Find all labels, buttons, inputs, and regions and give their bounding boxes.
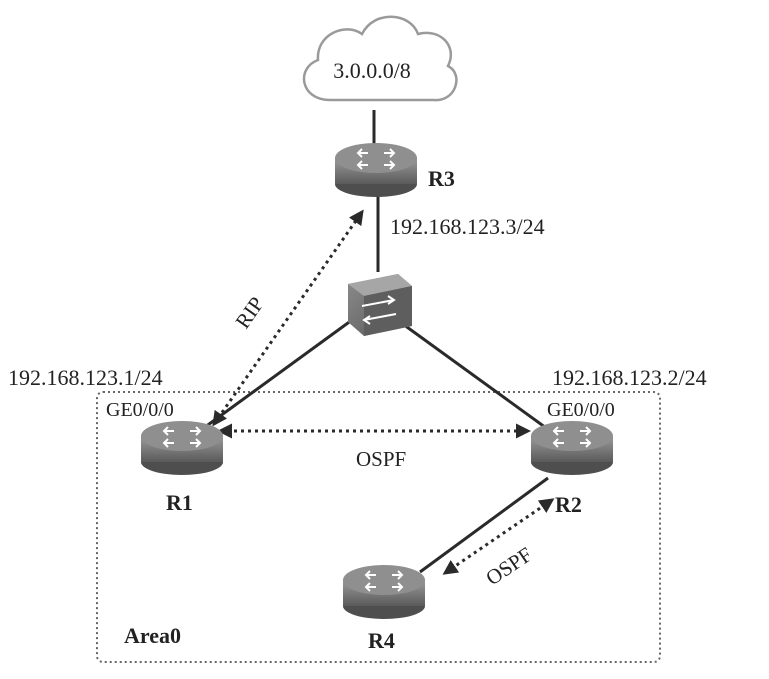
- router-r1-name: R1: [166, 490, 193, 515]
- router-r3-ip: 192.168.123.3/24: [390, 214, 545, 239]
- router-r2-icon: [531, 421, 613, 475]
- switch-icon: [348, 274, 412, 336]
- cloud-network-label: 3.0.0.0/8: [333, 58, 411, 83]
- router-r2-ip: 192.168.123.2/24: [552, 365, 707, 390]
- link-switch-r2: [399, 320, 561, 440]
- router-r3-name: R3: [428, 166, 455, 191]
- rip-protocol-label: RIP: [230, 292, 268, 333]
- router-r1-icon: [141, 421, 223, 475]
- router-r1-port: GE0/0/0: [106, 399, 174, 421]
- router-r2-port: GE0/0/0: [547, 399, 615, 421]
- router-r2-name: R2: [555, 492, 582, 517]
- router-r4-name: R4: [368, 628, 395, 653]
- router-r4-icon: [343, 565, 425, 619]
- ospf-r2-r4-label: OSPF: [481, 542, 536, 590]
- ospf-r1-r2-label: OSPF: [356, 447, 406, 471]
- ospf-r2-r4-arrow: [442, 498, 555, 575]
- area0-label: Area0: [124, 623, 181, 648]
- area0-boundary: [96, 391, 661, 663]
- router-r3-icon: [335, 143, 417, 197]
- rip-adjacency-arrow: [212, 209, 364, 427]
- cloud-icon: [302, 15, 458, 102]
- router-r1-ip: 192.168.123.1/24: [8, 365, 163, 390]
- link-switch-r1: [189, 318, 353, 440]
